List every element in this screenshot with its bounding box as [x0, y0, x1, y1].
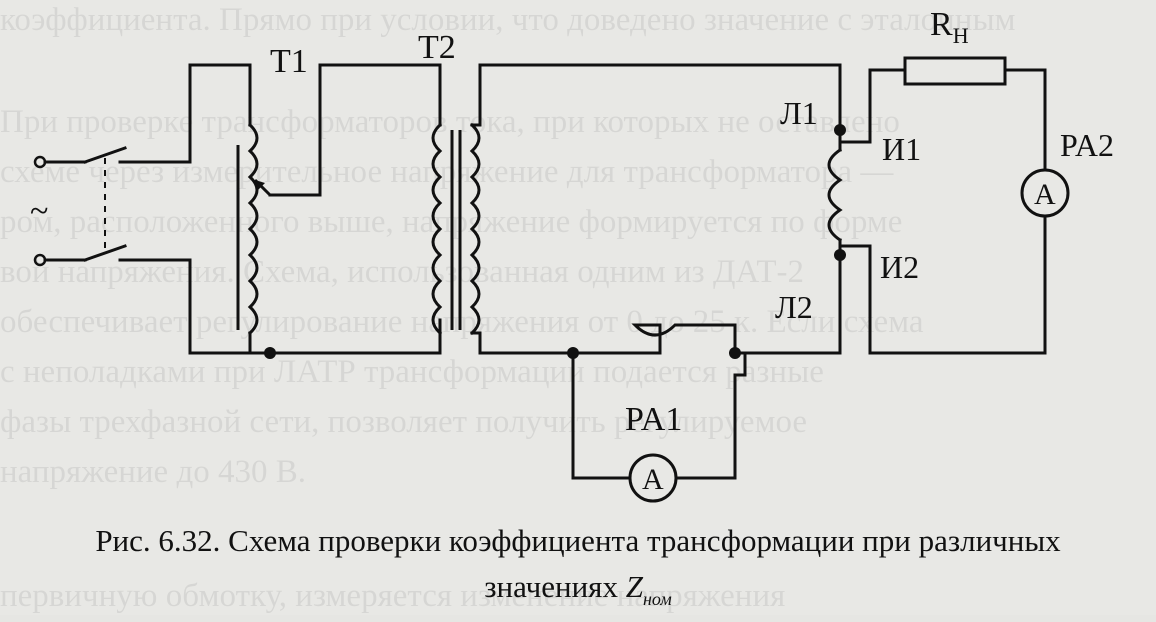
pa1-label: PA1 — [625, 401, 682, 438]
i2-label: И2 — [880, 249, 919, 285]
ammeter-pa2: PA2 A — [868, 127, 1114, 355]
background-text-line: схеме через измерительное напряжение для… — [0, 154, 894, 190]
background-text-line: При проверке трансформаторов тока, при к… — [0, 104, 900, 140]
ammeter-symbol: A — [1034, 178, 1056, 211]
caption-line-2: значениях Zном — [0, 564, 1156, 622]
load-resistor-rh: RН — [868, 6, 1047, 172]
background-text-line: обеспечивает регулирование напряжения от… — [0, 304, 924, 340]
junction-dot — [729, 347, 741, 359]
ammeter-circle — [628, 453, 678, 503]
transformer-t2: T2 — [318, 29, 842, 355]
l1-label: Л1 — [780, 95, 818, 131]
caption-text: значениях — [484, 569, 626, 604]
caption-variable: Z — [625, 569, 643, 604]
i1-label: И1 — [882, 131, 921, 167]
rh-label: RН — [930, 6, 969, 48]
ammeter-symbol: A — [642, 463, 664, 496]
autotransformer-t1: T1 — [188, 43, 442, 359]
t2-label: T2 — [418, 29, 456, 66]
background-text-line: фазы трехфазной сети, позволяет получить… — [0, 404, 808, 440]
t1-label: T1 — [270, 43, 308, 80]
background-text-line: напряжение до 430 В. — [0, 454, 306, 490]
junction-dot — [264, 347, 276, 359]
l2-label: Л2 — [775, 289, 813, 325]
ammeter-pa1: PA1 A — [567, 323, 747, 503]
ac-source: ~ — [30, 155, 48, 267]
ac-symbol: ~ — [30, 193, 48, 230]
two-pole-switch — [43, 146, 192, 262]
current-transformer: Л1 Л2 И1 И2 — [733, 95, 921, 355]
background-text-line: первичную обмотку, измеряется изменение … — [0, 578, 786, 614]
caption-line-1: Рис. 6.32. Схема проверки коэффициента т… — [95, 523, 1061, 558]
background-text-line: коэффициента. Прямо при условии, что дов… — [0, 2, 1016, 38]
circuit-schematic: ~ T1 T2 — [30, 6, 1114, 503]
resistor-body — [903, 56, 1007, 86]
background-text-line: с неполадками при ЛАТР трансформации под… — [0, 354, 824, 390]
pa2-label: PA2 — [1060, 127, 1114, 163]
caption-subscript: ном — [642, 589, 672, 609]
figure-caption: Рис. 6.32. Схема проверки коэффициента т… — [0, 518, 1156, 622]
